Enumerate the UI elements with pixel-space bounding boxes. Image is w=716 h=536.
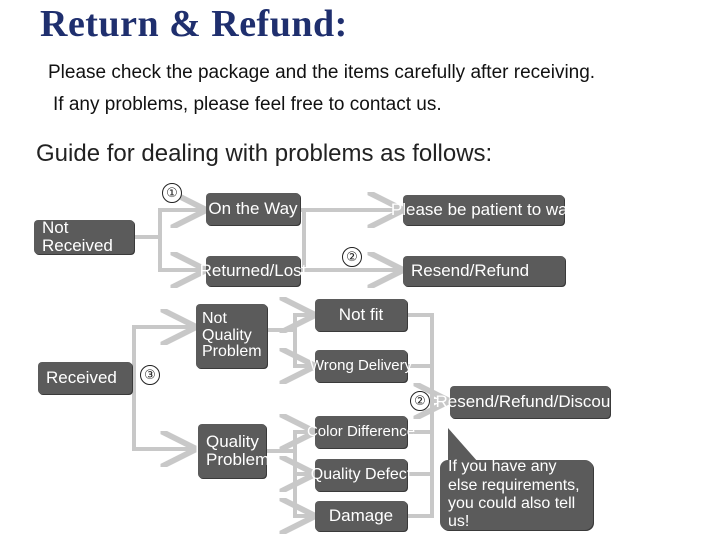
color-difference-box: Color Difference bbox=[307, 416, 415, 448]
arrow-to-quality bbox=[132, 377, 193, 449]
guide-heading: Guide for dealing with problems as follo… bbox=[36, 140, 493, 167]
quality-problem-label: Quality Problem bbox=[206, 432, 270, 469]
bubble-tail bbox=[448, 428, 478, 462]
page-title: Return & Refund: bbox=[40, 3, 348, 45]
intro-line-2: If any problems, please feel free to con… bbox=[53, 94, 442, 115]
step-marker-1: ① bbox=[162, 183, 182, 203]
on-the-way-box: On the Way bbox=[206, 193, 300, 225]
quality-problem-box: Quality Problem bbox=[198, 424, 270, 478]
arrow-to-on-the-way bbox=[135, 210, 203, 239]
returned-lost-box: Returned/Lost bbox=[200, 256, 306, 286]
wrong-delivery-label: Wrong Delivery bbox=[309, 357, 413, 375]
quality-defect-box: Quality Defect bbox=[311, 459, 411, 491]
please-wait-label: Please be patient to wait bbox=[390, 200, 577, 220]
damage-label: Damage bbox=[328, 506, 394, 526]
step-marker-3: ③ bbox=[140, 365, 160, 385]
not-quality-problem-box: Not Quality Problem bbox=[196, 304, 267, 368]
arrow-to-returned-lost bbox=[158, 237, 203, 270]
collector-line bbox=[407, 313, 434, 518]
not-received-label: Not Received bbox=[42, 218, 113, 255]
quality-defect-label: Quality Defect bbox=[310, 465, 412, 483]
color-difference-label: Color Difference bbox=[306, 423, 416, 441]
please-wait-box: Please be patient to wait bbox=[391, 195, 576, 225]
received-box: Received bbox=[38, 362, 132, 394]
speech-bubble-text: If you have any else requirements, you c… bbox=[448, 458, 580, 531]
arrow-to-not-quality bbox=[132, 327, 193, 377]
speech-bubble: If you have any else requirements, you c… bbox=[440, 458, 593, 531]
returned-lost-label: Returned/Lost bbox=[199, 261, 307, 281]
step-marker-2-received: ② bbox=[410, 391, 430, 411]
resend-refund-discount-label: Resend/Refund/Discount bbox=[435, 392, 625, 412]
wrong-delivery-box: Wrong Delivery bbox=[310, 350, 412, 382]
arrow-to-damage bbox=[295, 451, 312, 516]
received-label: Received bbox=[46, 368, 117, 388]
resend-refund-label: Resend/Refund bbox=[411, 261, 530, 281]
not-received-box: Not Received bbox=[34, 218, 134, 255]
not-quality-problem-label: Not Quality Problem bbox=[202, 309, 262, 361]
step-marker-2: ② bbox=[342, 247, 362, 267]
on-the-way-label: On the Way bbox=[208, 199, 298, 219]
damage-box: Damage bbox=[315, 501, 407, 531]
intro-line-1: Please check the package and the items c… bbox=[48, 62, 596, 83]
arrow-to-wrong-delivery bbox=[295, 330, 312, 366]
not-fit-box: Not fit bbox=[315, 299, 407, 331]
not-fit-label: Not fit bbox=[338, 305, 384, 325]
resend-refund-box: Resend/Refund bbox=[403, 256, 565, 286]
arrow-to-color-difference bbox=[266, 432, 312, 453]
resend-refund-discount-box: Resend/Refund/Discount bbox=[436, 386, 625, 418]
arrow-to-not-fit bbox=[268, 315, 312, 330]
